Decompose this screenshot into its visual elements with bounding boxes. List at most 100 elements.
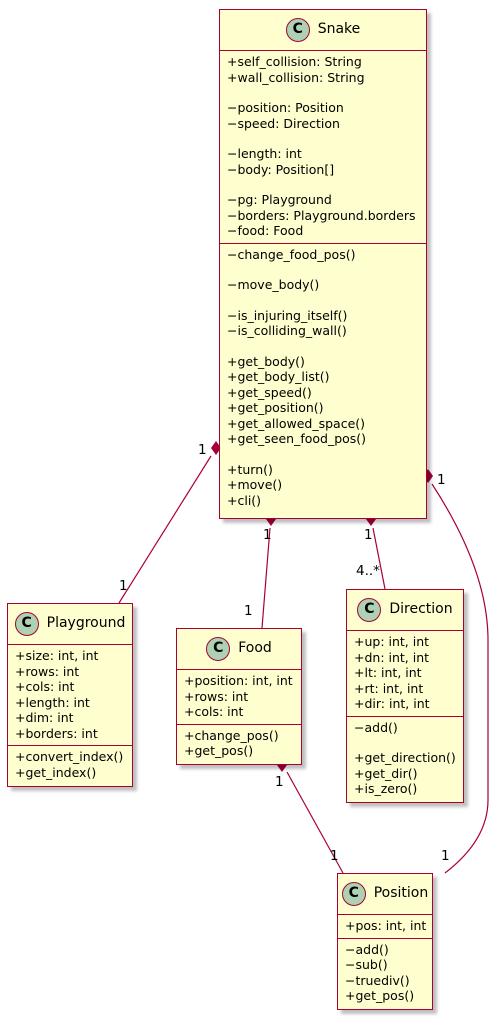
multiplicity-label: 1 (330, 848, 339, 864)
class-position[interactable]: C Position +pos: int, int −add()−sub()−t… (337, 873, 433, 1010)
class-member: +get_body() (227, 353, 305, 369)
class-member: +turn() (227, 461, 273, 477)
class-member: +dir: int, int (354, 696, 430, 711)
class-name: Food (238, 640, 272, 657)
methods-section: −change_food_pos() −move_body() −is_injuri… (220, 242, 426, 513)
class-member: +get_pos() (184, 743, 254, 758)
methods-section: −add() +get_direction()+get_dir()+is_zero… (347, 715, 463, 801)
class-member: +get_body_list() (227, 369, 330, 384)
class-member: −add() (354, 719, 398, 735)
multiplicity-label: 1 (263, 527, 272, 543)
class-name: Position (373, 885, 429, 902)
multiplicity-label: 1 (441, 848, 450, 864)
member-group: +up: int, int+dn: int, int+lt: int, int+… (354, 634, 457, 712)
class-member: −truediv() (345, 972, 410, 988)
class-member: +up: int, int (354, 634, 430, 649)
member-group: +change_pos()+get_pos() (184, 728, 295, 759)
class-member: +position: int, int (184, 673, 293, 688)
class-header: C Food (177, 629, 301, 670)
class-member: +pos: int, int (345, 918, 427, 933)
member-group: +position: int, int+rows: int+cols: int (184, 673, 295, 720)
class-member: +wall_collision: String (227, 69, 365, 85)
class-member: +get_index() (15, 764, 97, 780)
class-badge-icon: C (357, 598, 382, 622)
class-header: C Position (338, 874, 432, 915)
multiplicity-label: 1 (119, 578, 128, 594)
class-member: +size: int, int (15, 648, 99, 663)
class-member: +convert_index() (15, 749, 124, 764)
class-member: +cli() (227, 492, 262, 508)
relation-line (118, 455, 212, 604)
member-group: −is_injuring_itself()−is_colliding_wall(… (227, 308, 420, 339)
class-member: +cols: int (15, 679, 75, 694)
class-snake[interactable]: C Snake +self_collision: String+wall_col… (219, 9, 427, 519)
class-member: +get_dir() (354, 765, 418, 781)
class-member: +get_direction() (354, 750, 456, 765)
member-group: −change_food_pos() (227, 247, 420, 263)
class-member: +lt: int, int (354, 665, 422, 680)
class-member: −sub() (345, 957, 388, 972)
class-member: +get_seen_food_pos() (227, 431, 367, 446)
member-group: +self_collision: String+wall_collision: … (227, 54, 420, 85)
class-member: −borders: Playground.borders (227, 207, 416, 223)
member-group: +get_body()+get_body_list()+get_speed()+… (227, 354, 420, 447)
member-group: +get_direction()+get_dir()+is_zero() (354, 750, 457, 797)
class-header: C Direction (347, 590, 463, 631)
class-member: −is_colliding_wall() (227, 323, 347, 338)
class-badge-icon: C (206, 637, 231, 661)
multiplicity-label: 1 (364, 527, 373, 543)
member-group: +turn()+move()+cli() (227, 462, 420, 509)
class-member: +rows: int (15, 663, 80, 679)
member-group: −add()−sub()−truediv()+get_pos() (345, 942, 426, 1004)
class-member: −body: Position[] (227, 161, 335, 177)
class-member: +get_allowed_space() (227, 415, 366, 431)
class-member: +get_position() (227, 400, 324, 415)
class-member: −pg: Playground (227, 192, 332, 207)
class-badge-icon: C (14, 612, 39, 636)
class-member: −food: Food (227, 223, 304, 238)
member-group: −move_body() (227, 277, 420, 293)
class-member: −position: Position (227, 100, 344, 115)
class-badge-icon: C (341, 882, 366, 906)
multiplicity-label: 4..* (356, 563, 380, 579)
member-group: −pg: Playground−borders: Playground.bord… (227, 192, 420, 239)
relation-line (261, 527, 271, 629)
class-member: +is_zero() (354, 781, 418, 796)
class-playground[interactable]: C Playground +size: int, int+rows: int+c… (7, 603, 133, 787)
class-member: +length: int (15, 694, 90, 710)
class-member: −speed: Direction (227, 115, 340, 131)
class-member: +self_collision: String (227, 54, 362, 69)
relation-line (431, 483, 489, 874)
fields-section: +pos: int, int (338, 915, 432, 938)
methods-section: +change_pos()+get_pos() (177, 723, 301, 763)
class-member: −length: int (227, 146, 302, 161)
methods-section: −add()−sub()−truediv()+get_pos() (338, 937, 432, 1008)
fields-section: +size: int, int+rows: int+cols: int+leng… (8, 645, 132, 745)
class-member: +rt: int, int (354, 680, 424, 696)
class-name: Playground (46, 615, 126, 632)
multiplicity-label: 1 (198, 442, 207, 458)
fields-section: +self_collision: String+wall_collision: … (220, 51, 426, 243)
class-direction[interactable]: C Direction +up: int, int+dn: int, int+l… (346, 589, 464, 803)
class-member: +dim: int (15, 710, 74, 725)
multiplicity-label: 1 (275, 774, 284, 790)
class-member: +change_pos() (184, 727, 279, 743)
class-food[interactable]: C Food +position: int, int+rows: int+col… (176, 628, 302, 765)
fields-section: +position: int, int+rows: int+cols: int (177, 670, 301, 724)
member-group: −position: Position−speed: Direction (227, 100, 420, 131)
multiplicity-label: 1 (437, 472, 446, 488)
member-group: +convert_index()+get_index() (15, 749, 126, 780)
relation-line (372, 527, 386, 590)
class-member: +dn: int, int (354, 649, 430, 665)
class-header: C Playground (8, 604, 132, 645)
member-group: +size: int, int+rows: int+cols: int+leng… (15, 648, 126, 741)
class-member: −change_food_pos() (227, 246, 356, 262)
class-member: −add() (345, 941, 389, 957)
class-member: +get_speed() (227, 384, 312, 400)
multiplicity-label: 1 (244, 603, 253, 619)
class-member: +move() (227, 477, 283, 492)
class-member: +borders: int (15, 725, 98, 741)
class-member: −move_body() (227, 277, 320, 292)
class-badge-icon: C (285, 18, 310, 42)
class-name: Direction (389, 601, 453, 618)
